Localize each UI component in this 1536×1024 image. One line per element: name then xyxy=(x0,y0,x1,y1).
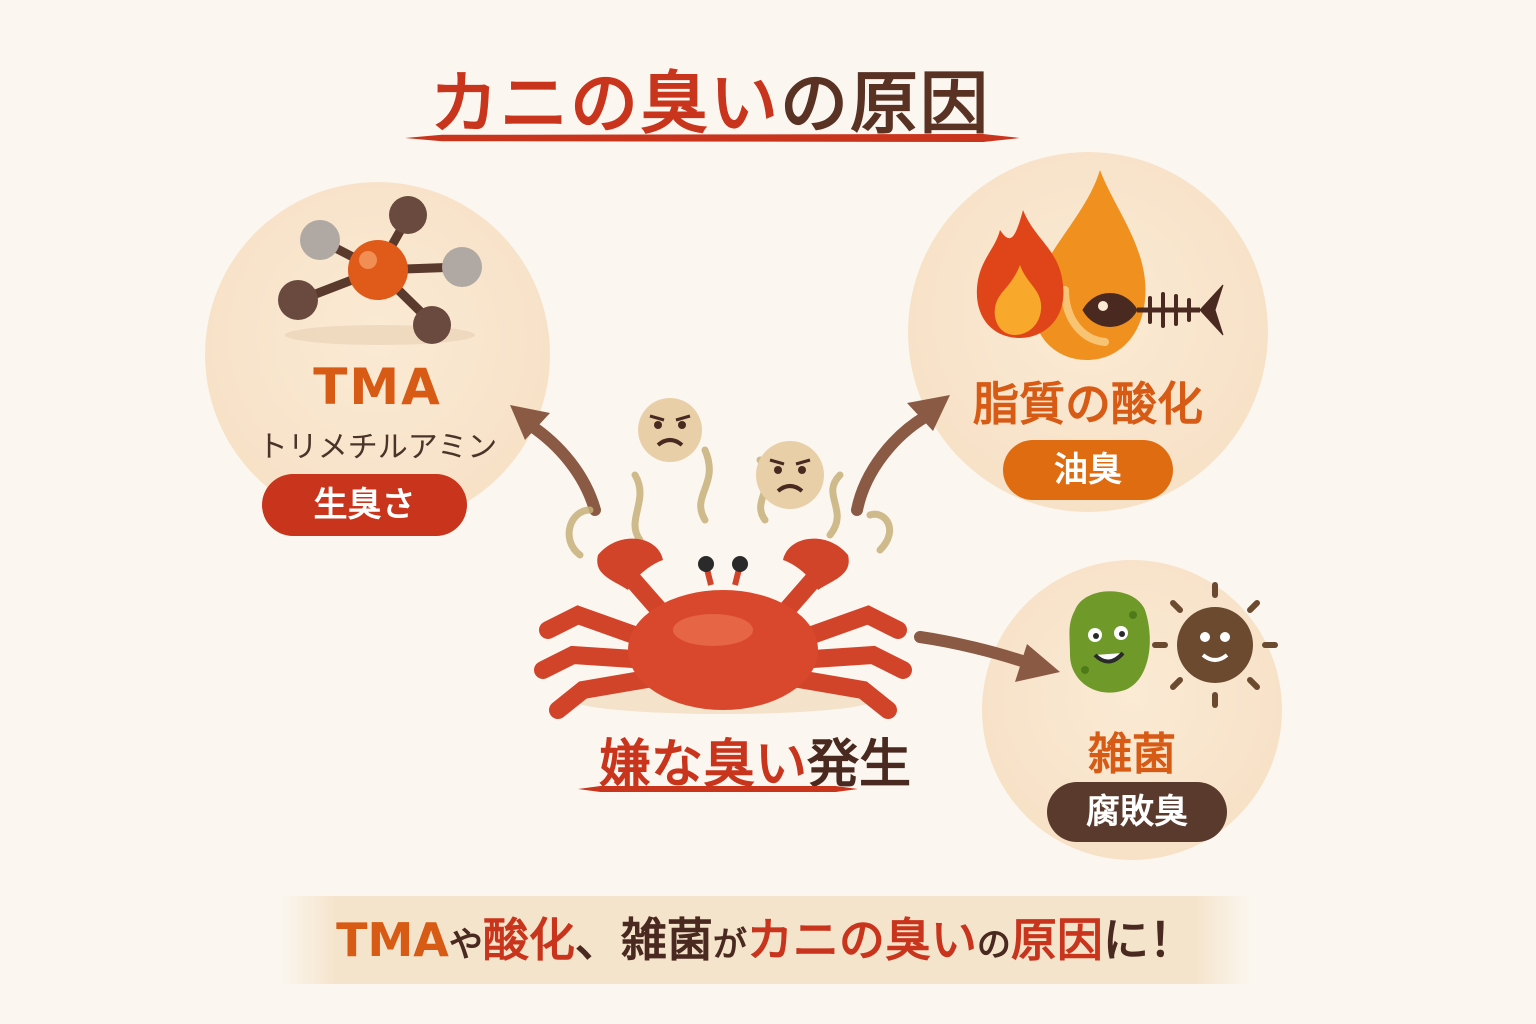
summary-crab-smell: カニの臭い xyxy=(746,913,977,967)
page-title: カニの臭いの原因 xyxy=(430,48,990,147)
title-underline xyxy=(405,134,1020,142)
tma-name: TMA xyxy=(313,358,442,416)
tma-effect-badge: 生臭さ xyxy=(262,474,467,536)
smell-wisps xyxy=(565,398,894,559)
fire-oil-fish-icon xyxy=(976,170,1224,360)
summary-ya: や xyxy=(448,925,483,965)
center-underline xyxy=(578,786,858,792)
bacteria-icon xyxy=(1069,582,1278,708)
summary-text: TMAや酸化、雑菌がカニの臭いの原因に！ xyxy=(278,904,1253,981)
molecule-icon xyxy=(278,196,482,345)
summary-no: の xyxy=(976,925,1011,965)
arrow-to-tma xyxy=(510,405,601,516)
summary-tma: TMA xyxy=(336,913,449,967)
oxidation-effect-badge: 油臭 xyxy=(1003,440,1173,500)
arrow-to-oxidation xyxy=(851,395,950,516)
summary-banner xyxy=(278,896,1253,984)
summary-ga: が xyxy=(712,925,747,965)
center-label: 嫌な臭い発生 xyxy=(540,722,970,797)
center-part-1: 嫌な臭い xyxy=(598,735,807,795)
bacteria-effect-badge: 腐敗臭 xyxy=(1047,782,1227,842)
tma-sub-label: トリメチルアミン xyxy=(257,430,498,465)
title-part-2: の原因 xyxy=(780,65,991,144)
crab-illustration xyxy=(534,538,912,719)
summary-bacteria: 雑菌 xyxy=(620,913,713,967)
summary-comma: 、 xyxy=(574,913,621,967)
summary-oxidation: 酸化 xyxy=(482,913,575,967)
arrow-to-bacteria xyxy=(914,631,1060,682)
bacteria-name: 雑菌 xyxy=(1088,729,1176,780)
tma-circle xyxy=(205,182,550,527)
title-part-1: カニの臭い xyxy=(429,65,780,144)
summary-cause: 原因 xyxy=(1010,913,1103,967)
oxidation-name: 脂質の酸化 xyxy=(973,377,1203,431)
title-wrap: カニの臭いの原因 xyxy=(0,48,1420,147)
summary-ni: に！ xyxy=(1102,913,1195,967)
center-part-2: 発生 xyxy=(807,735,912,795)
